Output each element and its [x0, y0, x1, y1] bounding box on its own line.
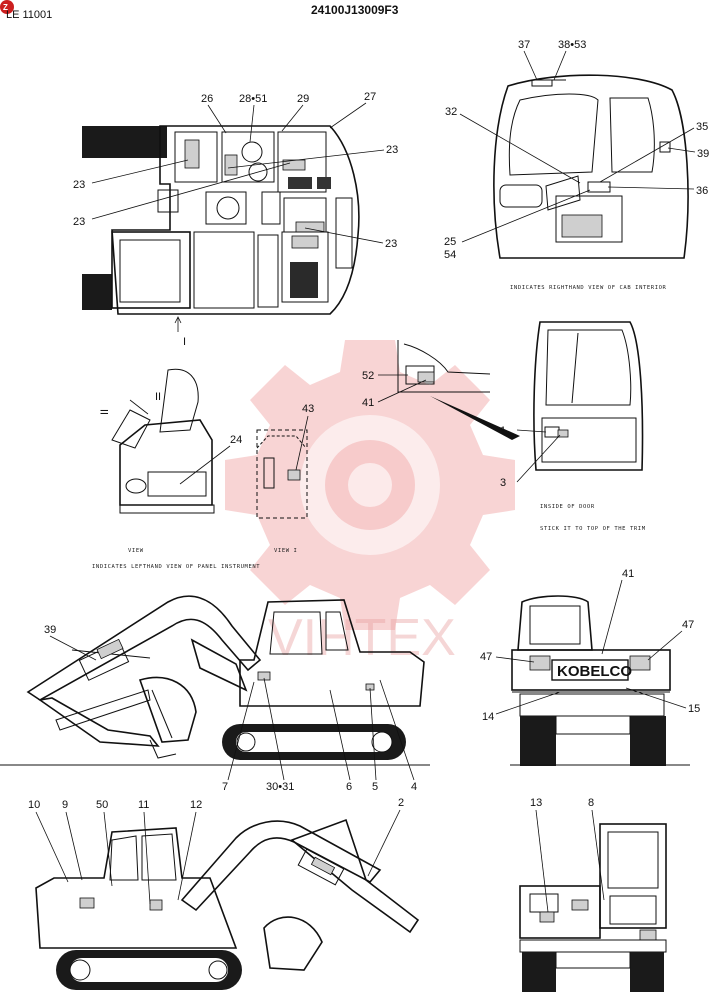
view-caption: VIEW [128, 548, 144, 554]
callout-23-b: 23 [73, 179, 85, 191]
callout-9: 9 [62, 799, 68, 811]
panel-instrument-caption: INDICATES LEFTHAND VIEW OF PANEL INSTRUM… [92, 564, 260, 570]
cab-interior-callouts: 37 38•53 32 35 39 36 25 54 [444, 39, 709, 261]
callout-32: 32 [445, 106, 457, 118]
callout-2: 2 [398, 797, 404, 809]
callout-7: 7 [222, 781, 228, 793]
brand-badge-glyph: Z [3, 3, 8, 12]
seat-callouts: 24 [179, 434, 242, 485]
excavator-left-side [0, 595, 430, 766]
cab-interior-view: INDICATES RIGHTHAND VIEW OF CAB INTERIOR [493, 74, 689, 291]
door-trim-caption: STICK IT TO TOP OF THE TRIM [540, 526, 646, 532]
callout-24: 24 [230, 434, 242, 446]
callout-23-a: 23 [386, 144, 398, 156]
callout-29: 29 [297, 93, 309, 105]
callout-43: 43 [302, 403, 314, 415]
callout-52: 52 [362, 370, 374, 382]
callout-36: 36 [696, 185, 708, 197]
callout-14: 14 [482, 711, 494, 723]
callout-3: 41 [622, 568, 634, 580]
callout-23-d: 23 [385, 238, 397, 250]
callout-25: 25 [444, 236, 456, 248]
header: Z LE 11001 24100J13009F3 [0, 0, 399, 21]
brand-plate: KOBELCO [557, 663, 632, 680]
part-number: 24100J13009F3 [311, 3, 399, 17]
top-track-left-upper [82, 126, 167, 158]
callout-28-51: 28•51 [239, 93, 267, 105]
watermark-text: VIHTEX [268, 609, 456, 667]
top-view-upper-structure: I [82, 125, 360, 348]
callout-27: 27 [364, 91, 376, 103]
callout-26: 26 [201, 93, 213, 105]
rear-view: KOBELCO [510, 595, 690, 766]
callout-38-53: 38•53 [558, 39, 586, 51]
front-view-callouts: 13 8 [530, 797, 605, 913]
excavator-right-side [35, 818, 420, 990]
callout-30-31: 30•31 [266, 781, 294, 793]
callout-8: 8 [588, 797, 594, 809]
callout-15: 15 [688, 703, 700, 715]
callout-54: 54 [444, 249, 456, 261]
callout-50: 50 [96, 799, 108, 811]
callout-6: 6 [346, 781, 352, 793]
callout-35: 35 [696, 121, 708, 133]
top-track-left-lower [82, 274, 112, 310]
left-side-callouts: 39 7 30•31 6 5 4 [44, 624, 417, 793]
callout-41-a: 41 [362, 397, 374, 409]
callout-10: 10 [28, 799, 40, 811]
callout-47-a: 47 [480, 651, 492, 663]
view-one-cover: VIEW I 43 [256, 403, 314, 554]
callout-5: 5 [372, 781, 378, 793]
callout-37: 37 [518, 39, 530, 51]
right-side-callouts: 10 9 50 11 12 2 [28, 797, 404, 905]
seat-panel-view: II II VIEW INDICATES LEFTHAND VIEW OF PA… [92, 368, 260, 570]
callout-4: 4 [411, 781, 417, 793]
callout-39-b: 1 [500, 425, 506, 437]
front-view [519, 823, 667, 992]
view-marker-2: II [155, 391, 161, 403]
callout-47-b: 47 [682, 619, 694, 631]
header-left-code: LE 11001 [6, 9, 52, 21]
callout-23-c: 23 [73, 216, 85, 228]
callout-11: 11 [138, 799, 149, 811]
rear-view-callouts: 41 47 47 14 15 [480, 568, 700, 723]
callout-12: 12 [190, 799, 202, 811]
view-marker-side: II [99, 409, 111, 415]
callout-1: 39 [44, 624, 56, 636]
callout-13: 13 [530, 797, 542, 809]
cab-interior-caption: INDICATES RIGHTHAND VIEW OF CAB INTERIOR [510, 285, 667, 291]
door-inside-caption: INSIDE OF DOOR [540, 504, 595, 510]
brand-badge-icon [0, 0, 14, 14]
view-one-caption: VIEW I [274, 548, 297, 554]
view-marker-1: I [183, 336, 186, 348]
callout-39-a: 39 [697, 148, 709, 160]
door-callouts: 52 41 1 3 [362, 370, 561, 489]
watermark-gear-icon [225, 340, 515, 630]
top-view-callouts: 26 28•51 29 27 23 23 23 23 [73, 91, 398, 250]
callout-41-b: 3 [500, 477, 506, 489]
